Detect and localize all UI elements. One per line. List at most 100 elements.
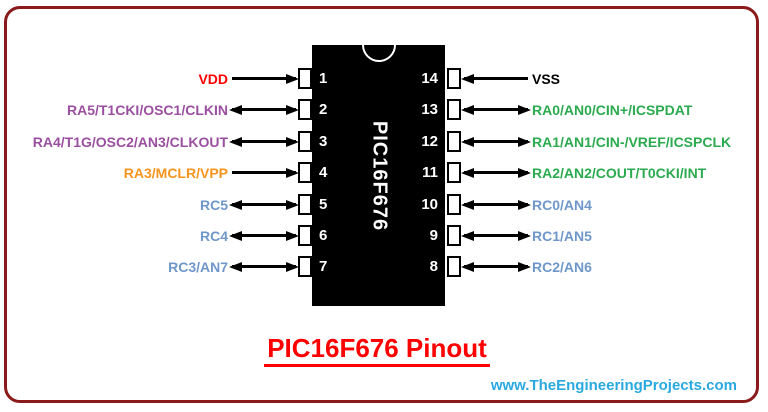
pin-row-1: VDD 1	[0, 68, 768, 90]
diagram-title: PIC16F676 Pinout	[0, 333, 754, 367]
arrow-line	[464, 234, 528, 237]
pin-number: 5	[319, 196, 328, 213]
pin-number: 2	[319, 101, 328, 118]
arrow-head-icon	[518, 137, 531, 147]
pin-number: 11	[422, 164, 438, 181]
bidirectional-arrow-icon	[461, 256, 531, 278]
pin-row-4: RA3/MCLR/VPP 4	[0, 162, 768, 184]
chip-body: PIC16F676	[312, 45, 445, 306]
pin-number: 6	[319, 227, 328, 244]
pin-pad	[298, 194, 312, 215]
pin-pad	[447, 194, 461, 215]
pin-number: 3	[319, 133, 328, 150]
pin-label: RA2/AN2/COUT/T0CKI/INT	[532, 165, 707, 181]
bidirectional-arrow-icon	[229, 131, 299, 153]
arrow-line	[232, 77, 296, 80]
pin-row-8: RC2/AN6 8	[0, 256, 768, 278]
pin-pad	[298, 162, 312, 183]
arrow-line	[232, 265, 296, 268]
arrow-line	[464, 203, 528, 206]
arrow-head-icon	[286, 105, 299, 115]
pin-pad	[298, 256, 312, 277]
pin-label: RA0/AN0/CIN+/ICSPDAT	[532, 102, 693, 118]
pin-pad	[447, 256, 461, 277]
pin-label: RA1/AN1/CIN-/VREF/ICSPCLK	[532, 134, 732, 150]
arrow-line	[232, 234, 296, 237]
pin-label: RA5/T1CKI/OSC1/CLKIN	[66, 102, 228, 118]
pin-pad	[298, 131, 312, 152]
border-frame	[4, 6, 759, 403]
arrow-head-icon	[229, 231, 242, 241]
pin-pad	[447, 68, 461, 89]
arrow-line	[464, 108, 528, 111]
pin-label: RC5	[199, 197, 228, 213]
arrow-line	[464, 265, 528, 268]
arrow-head-icon	[286, 137, 299, 147]
arrow-icon	[231, 162, 299, 184]
arrow-icon	[231, 68, 299, 90]
pin-number: 9	[429, 227, 438, 244]
pin-number: 12	[421, 133, 438, 150]
pin-pad	[447, 225, 461, 246]
pin-label: VDD	[198, 71, 228, 87]
bidirectional-arrow-icon	[229, 225, 299, 247]
arrow-head-icon	[229, 200, 242, 210]
arrow-head-icon	[518, 262, 531, 272]
pin-row-6: RC4 6	[0, 225, 768, 247]
pin-label: RA4/T1G/OSC2/AN3/CLKOUT	[32, 134, 228, 150]
pin-row-11: RA2/AN2/COUT/T0CKI/INT 11	[0, 162, 768, 184]
bidirectional-arrow-icon	[229, 194, 299, 216]
pin-row-14: VSS 14	[0, 68, 768, 90]
arrow-line	[232, 108, 296, 111]
bidirectional-arrow-icon	[461, 162, 531, 184]
pin-label: RA3/MCLR/VPP	[123, 165, 228, 181]
chip-notch-icon	[361, 45, 396, 62]
bidirectional-arrow-icon	[461, 99, 531, 121]
arrow-head-icon	[229, 105, 242, 115]
arrow-head-icon	[286, 262, 299, 272]
arrow-head-icon	[229, 137, 242, 147]
pin-pad	[447, 99, 461, 120]
arrow-head-icon	[461, 231, 474, 241]
pin-label: VSS	[532, 71, 561, 87]
pin-pad	[298, 99, 312, 120]
arrow-head-icon	[518, 200, 531, 210]
arrow-head-icon	[461, 105, 474, 115]
arrow-head-icon	[461, 200, 474, 210]
arrow-line	[232, 203, 296, 206]
pin-row-2: RA5/T1CKI/OSC1/CLKIN 2	[0, 99, 768, 121]
pin-row-9: RC1/AN5 9	[0, 225, 768, 247]
bidirectional-arrow-icon	[461, 194, 531, 216]
arrow-head-icon	[461, 74, 474, 84]
bidirectional-arrow-icon	[229, 256, 299, 278]
pin-row-3: RA4/T1G/OSC2/AN3/CLKOUT 3	[0, 131, 768, 153]
arrow-head-icon	[461, 262, 474, 272]
diagram-title-text: PIC16F676 Pinout	[264, 333, 490, 367]
arrow-head-icon	[286, 74, 299, 84]
pin-label: RC1/AN5	[532, 228, 592, 244]
pin-number: 14	[421, 70, 438, 87]
pin-row-13: RA0/AN0/CIN+/ICSPDAT 13	[0, 99, 768, 121]
pin-number: 4	[319, 164, 328, 181]
arrow-line	[464, 171, 528, 174]
pin-number: 8	[429, 258, 438, 275]
pin-number: 10	[421, 196, 438, 213]
arrow-head-icon	[286, 200, 299, 210]
bidirectional-arrow-icon	[461, 131, 531, 153]
pin-pad	[447, 131, 461, 152]
pin-label: RC0/AN4	[532, 197, 592, 213]
pin-row-12: RA1/AN1/CIN-/VREF/ICSPCLK 12	[0, 131, 768, 153]
pin-label: RC4	[199, 228, 228, 244]
arrow-head-icon	[518, 231, 531, 241]
arrow-head-icon	[518, 105, 531, 115]
pin-label: RC2/AN6	[532, 259, 592, 275]
arrow-head-icon	[286, 231, 299, 241]
pin-number: 7	[319, 258, 328, 275]
pin-row-5: RC5 5	[0, 194, 768, 216]
bidirectional-arrow-icon	[229, 99, 299, 121]
website-link: www.TheEngineeringProjects.com	[490, 377, 737, 394]
pin-number: 13	[421, 101, 438, 118]
pin-number: 1	[319, 70, 328, 87]
arrow-line	[232, 171, 296, 174]
